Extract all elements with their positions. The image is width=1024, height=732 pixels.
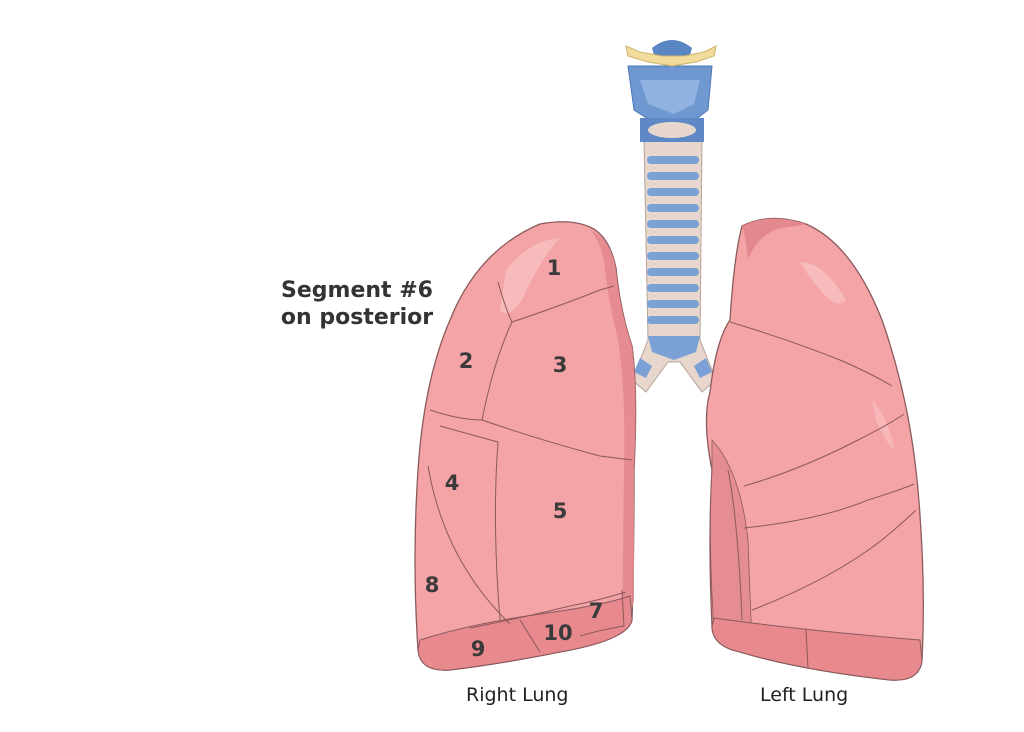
cartilage-rings — [634, 156, 712, 378]
annotation-line-1: Segment #6 — [281, 278, 433, 303]
segment-annotation: Segment #6 on posterior — [262, 277, 452, 331]
segment-8-label: 8 — [425, 573, 440, 597]
segment-5-label: 5 — [553, 499, 568, 523]
left-lung-base — [711, 617, 923, 681]
right-lung-base — [417, 595, 633, 671]
segment-10-label: 10 — [543, 621, 572, 645]
left-lung-segment-lines — [727, 321, 917, 669]
segment-2-label: 2 — [459, 349, 474, 373]
annotation-line-2: on posterior — [280, 305, 434, 330]
right-lung: 1 2 3 4 5 7 8 9 10 — [414, 221, 637, 671]
segment-9-label: 9 — [471, 637, 486, 661]
right-lung-segment-lines — [427, 281, 633, 653]
left-lung — [705, 217, 924, 681]
hyoid-bone — [625, 45, 717, 67]
segment-numbers: 1 2 3 4 5 7 8 9 10 — [425, 256, 604, 661]
right-lung-label: Right Lung — [466, 684, 569, 706]
segment-1-label: 1 — [547, 256, 562, 280]
trachea — [625, 40, 717, 393]
segment-7-label: 7 — [589, 599, 604, 623]
left-lung-label: Left Lung — [760, 684, 849, 706]
segment-4-label: 4 — [445, 471, 460, 495]
segment-3-label: 3 — [553, 353, 568, 377]
